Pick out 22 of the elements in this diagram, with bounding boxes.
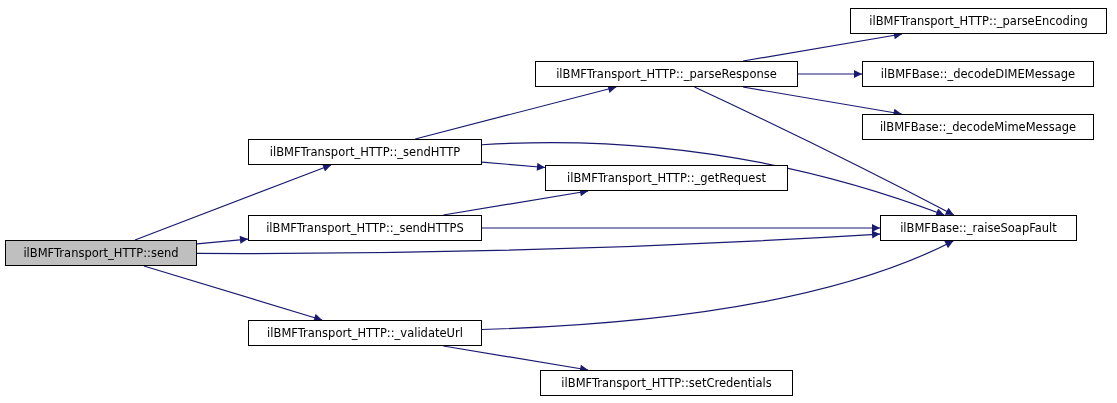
call-arrow: [196, 235, 249, 245]
function-box: ilBMFBase::_raiseSoapFault: [880, 215, 1077, 241]
call-arrow: [196, 230, 881, 255]
function-box: ilBMFBase::_decodeDIMEMessage: [862, 61, 1094, 87]
function-box: ilBMFTransport_HTTP::_getRequest: [545, 165, 788, 191]
call-arrow: [693, 86, 955, 216]
call-arrow: [481, 240, 954, 331]
function-box: ilBMFTransport_HTTP::_sendHTTPS: [248, 215, 482, 241]
function-box: ilBMFTransport_HTTP::_validateUrl: [248, 320, 482, 346]
function-box: ilBMFBase::_decodeMimeMessage: [862, 114, 1094, 140]
function-box: ilBMFTransport_HTTP::_parseResponse: [535, 61, 798, 87]
call-arrow: [481, 224, 881, 232]
call-arrow: [481, 142, 945, 217]
function-box: ilBMFTransport_HTTP::_sendHTTP: [248, 139, 482, 165]
call-arrow: [143, 265, 323, 322]
call-arrow: [414, 85, 617, 140]
call-arrow: [797, 70, 863, 78]
call-arrow: [481, 161, 546, 171]
call-arrow: [134, 164, 332, 241]
function-box: ilBMFTransport_HTTP::_parseEncoding: [850, 8, 1107, 34]
function-box: ilBMFTransport_HTTP::setCredentials: [540, 370, 793, 396]
function-box: ilBMFTransport_HTTP::send: [5, 240, 197, 266]
